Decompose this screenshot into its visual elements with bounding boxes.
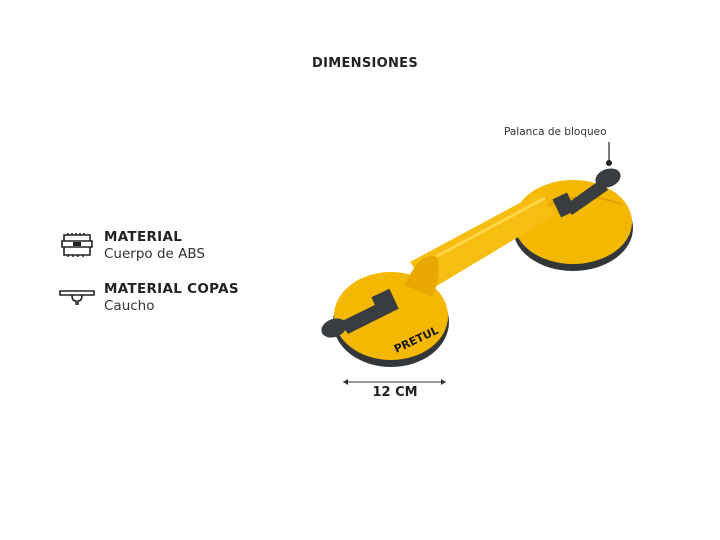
callout-pointer — [606, 142, 612, 166]
spec-heading: MATERIAL — [104, 229, 183, 245]
left-lever — [321, 288, 399, 338]
spec-value: Caucho — [104, 298, 155, 314]
handle-bar — [410, 192, 555, 290]
toolbox-icon — [61, 233, 93, 257]
dimension-arrow — [343, 379, 446, 385]
spec-heading: MATERIAL COPAS — [104, 281, 239, 297]
page-title: DIMENSIONES — [312, 56, 418, 71]
spec-value: Cuerpo de ABS — [104, 246, 205, 262]
callout-label: Palanca de bloqueo — [504, 126, 607, 138]
dimension-label: 12 CM — [372, 385, 418, 400]
right-lever — [552, 168, 621, 218]
left-cup: PRETUL — [333, 255, 449, 367]
spec-material-copas: MATERIAL COPAS Caucho — [58, 281, 239, 315]
suction-cup-icon — [59, 290, 95, 305]
spec-material: MATERIAL Cuerpo de ABS — [58, 229, 205, 263]
